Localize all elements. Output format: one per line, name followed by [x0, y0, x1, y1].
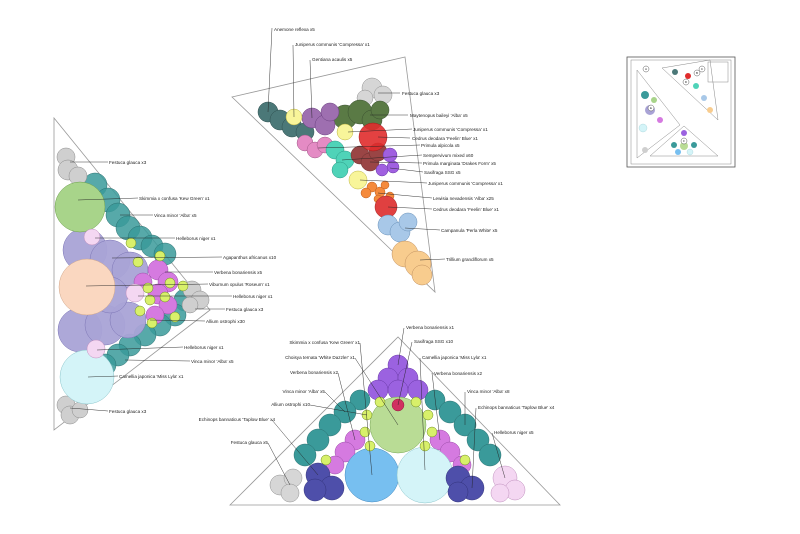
- bottom-festuca-cluster: [269, 468, 303, 503]
- left-label-12: Vinca minor 'Alba' x5: [191, 359, 234, 364]
- top-label-11: Saxifraga SSG x5: [424, 170, 461, 175]
- left-allium-cluster: [125, 237, 189, 329]
- left-label-2: Skimmia x confusa 'Kew Green' x1: [139, 196, 210, 201]
- key-plan-bottom-bed: [649, 125, 719, 157]
- top-trillium-cluster: [391, 240, 433, 286]
- bottom-label-3: Camellia japonica 'Miss Lyla' x1: [422, 355, 487, 360]
- bottom-bed-outline: [229, 336, 561, 506]
- key-marker-f: F: [683, 139, 685, 143]
- bottom-label-13: Echinops bannaticus 'Taplow Blue' x4: [199, 417, 276, 422]
- bottom-label-12: Allium ostrophi x10: [271, 402, 310, 407]
- top-bed: Anemone reflexa x5 Juniperus communis 'C…: [231, 27, 503, 294]
- bottom-label-14: Festuca glauca x5: [231, 440, 269, 445]
- left-label-13: Camellia japonica 'Miss Lyla' x1: [119, 374, 184, 379]
- top-label-16: Trillium grandiflorum x5: [446, 257, 494, 262]
- top-label-9: Sempervivum mixed x60: [423, 153, 474, 158]
- top-primula-cluster: [296, 134, 334, 159]
- key-marker-e: E: [650, 106, 652, 110]
- top-saxifraga-cluster: [375, 147, 400, 177]
- top-label-14: Cedrus deodara 'Feelin' Blue' x1: [433, 207, 499, 212]
- bottom-verbena-top-cluster: [367, 354, 429, 401]
- left-label-1: Festuca glauca x3: [109, 160, 147, 165]
- left-label-6: Verbena bonariensis x5: [214, 270, 262, 275]
- key-marker-c: C: [701, 67, 704, 71]
- top-label-3: Gentiana acaulis x5: [312, 57, 353, 62]
- top-label-13: Lewisia nevadensis 'Alba' x25: [433, 196, 494, 201]
- top-cedrus-shrub: [358, 122, 388, 152]
- top-label-12: Juniperus communis 'Compressa' x1: [428, 181, 503, 186]
- key-plan-shed: [707, 61, 729, 83]
- key-plan: A B C D E F: [626, 56, 736, 168]
- key-plan-markers: A B C D E F: [642, 65, 706, 145]
- bottom-label-11: Vinca minor 'Alba' x5: [282, 389, 325, 394]
- bottom-leader-lines: [267, 327, 506, 489]
- top-label-10: Primula marginata 'Drakes Form' x5: [423, 161, 496, 166]
- left-label-4: Helleborus niger x1: [176, 236, 216, 241]
- left-skimmia-shrub: [54, 181, 106, 233]
- top-campanula-cluster: [377, 212, 418, 243]
- left-label-14: Festuca glauca x3: [109, 409, 147, 414]
- bottom-label-7: Helleborus niger x5: [494, 430, 534, 435]
- left-label-11: Helleborus niger x1: [184, 345, 224, 350]
- bottom-vinca-cluster: [293, 389, 502, 467]
- top-cedrus-shrub-2: [374, 195, 398, 219]
- bottom-allium-cluster: [320, 396, 471, 466]
- left-festuca-cluster: [56, 147, 210, 425]
- top-label-1: Anemone reflexa x5: [274, 27, 315, 32]
- left-camellia-shrub: [59, 349, 115, 405]
- key-plan-left-bed: [636, 69, 681, 159]
- key-plan-top-bed: [661, 59, 719, 121]
- bottom-label-4: Verbena bonariensis x2: [434, 371, 482, 376]
- key-plan-inner-frame: [630, 59, 732, 165]
- bottom-label-5: Vinca minor 'Alba' x8: [467, 389, 510, 394]
- top-label-4: Festuca glauca x3: [402, 91, 440, 96]
- bottom-label-1: Verbena bonariensis x1: [406, 325, 454, 330]
- left-bed: Festuca glauca x3 Skimmia x confusa 'Kew…: [53, 116, 277, 431]
- left-label-8: Helleborus niger x1: [233, 294, 273, 299]
- top-label-6: Juniperus communis 'Compressa' x1: [413, 127, 488, 132]
- key-plan-top-plants: [672, 69, 713, 113]
- bottom-camellia-shrub: [396, 446, 454, 504]
- bottom-label-10: Verbena bonariensis x2: [290, 370, 338, 375]
- left-label-3: Vinca minor 'Alba' x5: [154, 213, 197, 218]
- top-juniper-cluster: [285, 108, 368, 190]
- left-label-5: Agapanthus africanus x10: [223, 255, 277, 260]
- bottom-bed: Verbena bonariensis x1 Saxifraga SSG x10…: [199, 325, 561, 506]
- key-marker-d: D: [685, 80, 688, 84]
- bottom-label-9: Choisya ternata 'White Dazzler' x1: [285, 355, 355, 360]
- left-hellebore-cluster: [83, 228, 145, 359]
- top-label-2: Juniperus communis 'Compressa' x1: [295, 42, 370, 47]
- bottom-hellebore-cluster: [490, 465, 526, 503]
- bottom-label-2: Saxifraga SSG x10: [414, 339, 454, 344]
- top-label-8: Primula alpicola x5: [421, 143, 460, 148]
- left-label-10: Allium ostrophi x30: [206, 319, 245, 324]
- top-maytenus-cluster: [332, 99, 390, 131]
- key-plan-left-plants: [638, 91, 663, 153]
- key-marker-a: A: [645, 67, 647, 71]
- left-bed-outline: [53, 116, 211, 431]
- bottom-label-6: Echinops bannaticus 'Taplow Blue' x4: [478, 405, 555, 410]
- key-plan-bottom-plants: [671, 130, 697, 156]
- top-leader-lines: [267, 27, 446, 261]
- top-label-7: Cedrus deodara 'Feelin' Blue' x1: [412, 136, 478, 141]
- left-leader-lines: [69, 161, 232, 412]
- key-marker-b: B: [696, 71, 698, 75]
- left-label-7: Viburnum opulus 'Roseum' x1: [209, 282, 270, 287]
- left-viburnum-shrub: [58, 258, 116, 316]
- top-bed-outline: [231, 56, 436, 294]
- top-label-15: Campanula 'Perla White' x5: [441, 228, 498, 233]
- left-label-9: Festuca glauca x3: [226, 307, 264, 312]
- top-label-5: Maytenopus baileyi 'Alba' x5: [410, 113, 468, 118]
- bottom-label-8: Skimmia x confusa 'Kew Green' x1: [289, 340, 360, 345]
